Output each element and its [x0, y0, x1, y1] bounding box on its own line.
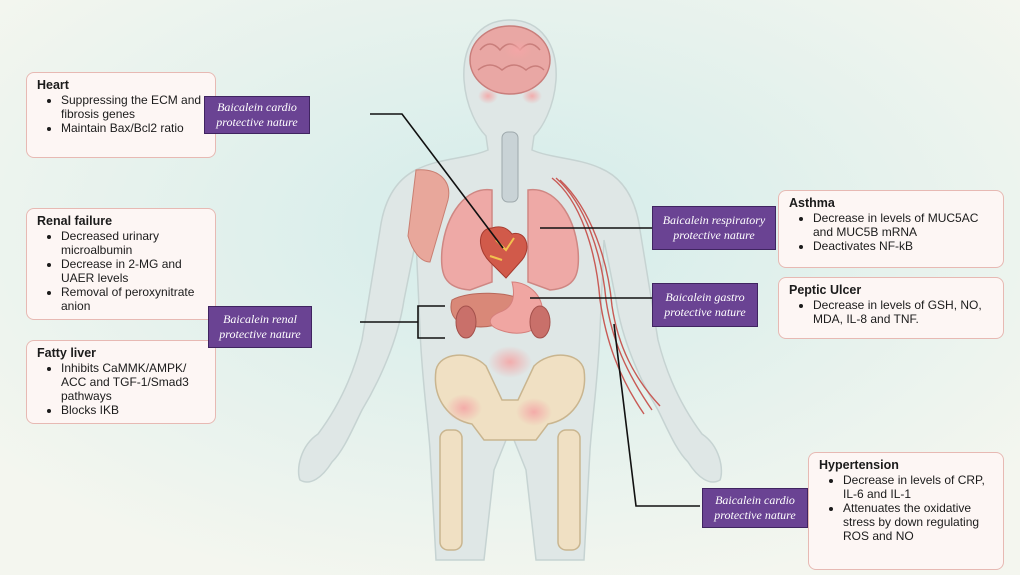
- trachea-icon: [502, 132, 518, 202]
- hypertension-list: Decrease in levels of CRP, IL-6 and IL-1…: [819, 473, 995, 543]
- peptic-ulcer-list: Decrease in levels of GSH, NO, MDA, IL-8…: [789, 298, 995, 326]
- fatty-liver-title: Fatty liver: [37, 346, 207, 360]
- peptic-ulcer-item: Decrease in levels of GSH, NO, MDA, IL-8…: [813, 298, 995, 326]
- heart-item: Maintain Bax/Bcl2 ratio: [61, 121, 207, 135]
- hypertension-item: Decrease in levels of CRP, IL-6 and IL-1: [843, 473, 995, 501]
- asthma-title: Asthma: [789, 196, 995, 210]
- hypertension-box: Hypertension Decrease in levels of CRP, …: [808, 452, 1004, 570]
- fatty-liver-item: Inhibits CaMMK/AMPK/ ACC and TGF-1/Smad3…: [61, 361, 207, 403]
- asthma-item: Decrease in levels of MUC5AC and MUC5B m…: [813, 211, 995, 239]
- tag-renal: Baicalein renal protective nature: [208, 306, 312, 348]
- renal-failure-item: Decreased urinary microalbumin: [61, 229, 207, 257]
- renal-failure-list: Decreased urinary microalbumin Decrease …: [37, 229, 207, 313]
- asthma-box: Asthma Decrease in levels of MUC5AC and …: [778, 190, 1004, 268]
- peptic-ulcer-box: Peptic Ulcer Decrease in levels of GSH, …: [778, 277, 1004, 339]
- fatty-liver-list: Inhibits CaMMK/AMPK/ ACC and TGF-1/Smad3…: [37, 361, 207, 417]
- tag-respiratory: Baicalein respiratory protective nature: [652, 206, 776, 250]
- renal-failure-title: Renal failure: [37, 214, 207, 228]
- renal-failure-item: Decrease in 2-MG and UAER levels: [61, 257, 207, 285]
- tag-cardio-bottom: Baicalein cardio protective nature: [702, 488, 808, 528]
- heart-box: Heart Suppressing the ECM and fibrosis g…: [26, 72, 216, 158]
- brain-icon: [470, 26, 550, 94]
- tag-gastro: Baicalein gastro protective nature: [652, 283, 758, 327]
- asthma-list: Decrease in levels of MUC5AC and MUC5B m…: [789, 211, 995, 253]
- hypertension-title: Hypertension: [819, 458, 995, 472]
- heart-item: Suppressing the ECM and fibrosis genes: [61, 93, 207, 121]
- tag-cardio-top: Baicalein cardio protective nature: [204, 96, 310, 134]
- hypertension-item: Attenuates the oxidative stress by down …: [843, 501, 995, 543]
- renal-failure-item: Removal of peroxynitrate anion: [61, 285, 207, 313]
- renal-failure-box: Renal failure Decreased urinary microalb…: [26, 208, 216, 320]
- peptic-ulcer-title: Peptic Ulcer: [789, 283, 995, 297]
- heart-title: Heart: [37, 78, 207, 92]
- asthma-item: Deactivates NF-kB: [813, 239, 995, 253]
- heart-list: Suppressing the ECM and fibrosis genes M…: [37, 93, 207, 135]
- fatty-liver-box: Fatty liver Inhibits CaMMK/AMPK/ ACC and…: [26, 340, 216, 424]
- fatty-liver-item: Blocks IKB: [61, 403, 207, 417]
